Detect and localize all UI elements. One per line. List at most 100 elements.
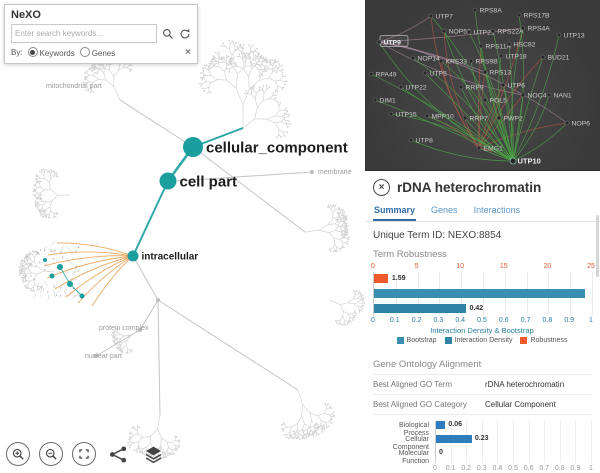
gene-node[interactable] [424,113,430,119]
gene-node[interactable] [468,58,474,64]
gene-label[interactable]: UTP13 [564,33,585,40]
gene-node[interactable] [500,82,506,88]
gene-label[interactable]: UTP22 [406,85,427,92]
gene-label[interactable]: DIM1 [380,98,396,105]
gene-node[interactable] [476,145,482,151]
gene-node[interactable] [462,115,468,121]
close-button[interactable]: × [373,179,390,196]
cluster-node[interactable] [67,281,73,287]
search-icon[interactable] [161,27,174,40]
gene-label[interactable]: RPA49 [376,72,397,79]
gene-label[interactable]: UTP21 [474,30,495,37]
gene-label[interactable]: BUD21 [548,55,570,62]
gene-node[interactable] [546,92,552,98]
gene-node[interactable] [490,28,496,34]
ontology-minor-label[interactable]: protein complex [99,325,149,332]
cluster-node[interactable] [43,258,47,262]
radio-genes-dot[interactable] [79,47,90,57]
gene-node[interactable] [408,137,414,143]
gene-node[interactable] [441,28,447,34]
gene-label[interactable]: UTP6 [508,83,526,90]
gene-label[interactable]: UTP7 [436,14,454,21]
refresh-icon[interactable] [178,27,191,40]
ontology-node[interactable] [183,137,203,157]
gene-label[interactable]: RRP7 [470,116,488,123]
ontology-minor-label[interactable]: membrane [318,169,352,176]
clear-search-icon[interactable]: × [185,46,191,58]
gene-label[interactable]: NOP56 [449,29,472,36]
gene-label[interactable]: UTP5 [430,71,448,78]
gene-node[interactable] [509,157,517,165]
zoom-in-button[interactable] [6,442,30,466]
gene-label[interactable]: UTP15 [396,112,417,119]
search-input[interactable] [11,24,157,43]
gene-node[interactable] [422,70,428,76]
gene-node[interactable] [466,29,472,35]
ontology-node-label[interactable]: cell part [180,173,238,190]
gene-label[interactable]: RPS8A [480,8,503,15]
ontology-node-label[interactable]: cellular_component [206,139,348,156]
gene-node[interactable] [540,54,546,60]
cluster-node[interactable] [49,273,55,279]
gene-label[interactable]: EMG1 [484,146,503,153]
gene-label[interactable]: UTP8 [416,138,434,145]
gene-node[interactable] [388,111,394,117]
gene-node[interactable] [482,69,488,75]
gene-label[interactable]: HSC82 [514,42,536,49]
gene-label[interactable]: NOC4 [528,93,547,100]
gene-label[interactable]: POL5 [490,98,508,105]
gene-node[interactable] [472,7,478,13]
ontology-minor-label[interactable]: mitochondrial part [46,83,102,90]
gene-node[interactable] [506,41,512,47]
gene-node[interactable] [410,55,416,61]
ontology-minor-label[interactable]: nuclear part [85,353,122,360]
layers-button[interactable] [140,441,166,467]
ontology-node[interactable] [159,172,177,190]
tab-interactions[interactable]: Interactions [473,205,521,215]
gene-label[interactable]: RPS17B [524,13,551,20]
gene-node[interactable] [496,115,502,121]
gene-label[interactable]: RPS13 [490,70,512,77]
gene-node[interactable] [368,71,374,77]
gene-label[interactable]: NOP14 [418,56,441,63]
gene-node[interactable] [458,84,464,90]
ontology-node-label[interactable]: intracellular [142,252,199,263]
cluster-node[interactable] [79,293,85,299]
gene-node[interactable] [556,32,562,38]
zoom-out-button[interactable] [39,442,63,466]
layout-button[interactable] [105,441,131,467]
gene-label[interactable]: RPS4A [528,26,551,33]
gene-label[interactable]: KRE33 [446,59,468,66]
gene-label[interactable]: PWP2 [504,116,523,123]
gene-label[interactable]: NOP6 [572,121,591,128]
cluster-node[interactable] [57,264,63,270]
gene-label[interactable]: RPS11A [486,44,512,51]
radio-keywords-dot[interactable] [27,47,38,57]
gene-node[interactable] [372,97,378,103]
gene-label[interactable]: UTP10 [518,157,541,166]
fit-to-screen-button[interactable] [72,442,96,466]
gene-node[interactable] [564,120,570,126]
gene-node[interactable] [482,97,488,103]
gene-node[interactable] [478,43,484,49]
gene-node[interactable] [428,13,434,19]
gene-node[interactable] [498,53,504,59]
gene-node[interactable] [438,58,444,64]
gene-label[interactable]: UTP9 [384,40,402,47]
gene-label[interactable]: MPP10 [432,114,455,121]
ontology-node[interactable] [127,250,139,262]
gene-node[interactable] [520,92,526,98]
details-scrollbar[interactable] [596,215,599,277]
radio-genes[interactable]: Genes [79,47,115,58]
gene-node[interactable] [516,12,522,18]
gene-label[interactable]: RPS22A [498,29,525,36]
gene-label[interactable]: UTP18 [506,54,527,61]
gene-label[interactable]: RRP9 [466,85,484,92]
gene-label[interactable]: NAN1 [554,93,572,100]
gene-label[interactable]: RPS9B [476,59,499,66]
gene-node[interactable] [398,84,404,90]
tab-genes[interactable]: Genes [431,205,458,215]
